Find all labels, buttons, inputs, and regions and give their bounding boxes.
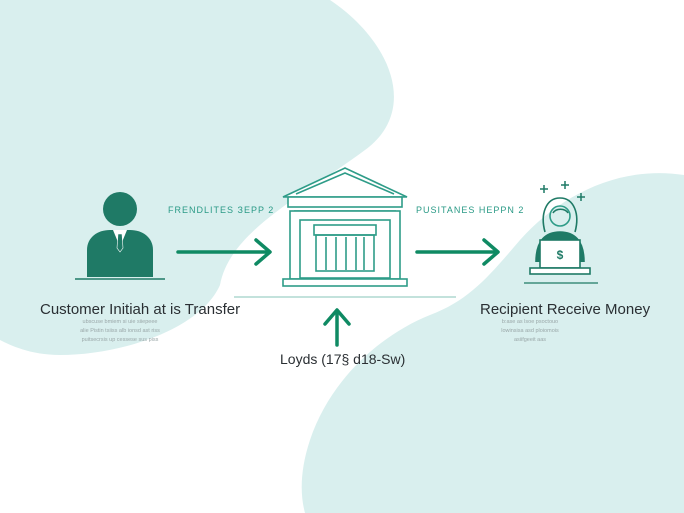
bank-title: Loyds (17§ d18-Sw) <box>280 351 406 367</box>
arrow-right-1 <box>176 238 272 266</box>
recipient-description-line: lowinsisa asd ploiomois <box>501 328 559 334</box>
customer-title: Customer Initiah at is Transfer <box>40 301 241 318</box>
bank-building-icon <box>234 167 456 298</box>
step1-label: FRENDLITES ЗЕPP 2 <box>168 205 275 215</box>
customer-description-line: ubscuse bmiem si uie siiepeee <box>82 319 158 325</box>
recipient-laptop-icon: $ <box>524 181 598 284</box>
recipient-description-line: asiifgeeit aas <box>513 337 547 343</box>
recipient-description: b:ase as lsoe psoctouo lowinsisa asd plo… <box>480 318 580 345</box>
customer-description-line: alie Pistin tsiiss alb ionsd ast riss <box>80 328 160 334</box>
background-blob-right <box>301 173 684 513</box>
step2-label: PUSITANES HEPPN 2 <box>416 205 525 215</box>
recipient-description-line: b:ase as lsoe psoctouo <box>501 319 559 325</box>
arrow-right-2 <box>415 238 500 266</box>
recipient-title: Recipient Receive Money <box>480 301 651 318</box>
svg-text:$: $ <box>557 248 564 262</box>
customer-description: ubscuse bmiem si uie siiepeee alie Pisti… <box>50 318 190 345</box>
arrow-up <box>323 308 351 347</box>
person-suit-icon <box>75 192 165 280</box>
customer-description-line: puitsecrsis up cessese sus piss <box>81 337 159 343</box>
